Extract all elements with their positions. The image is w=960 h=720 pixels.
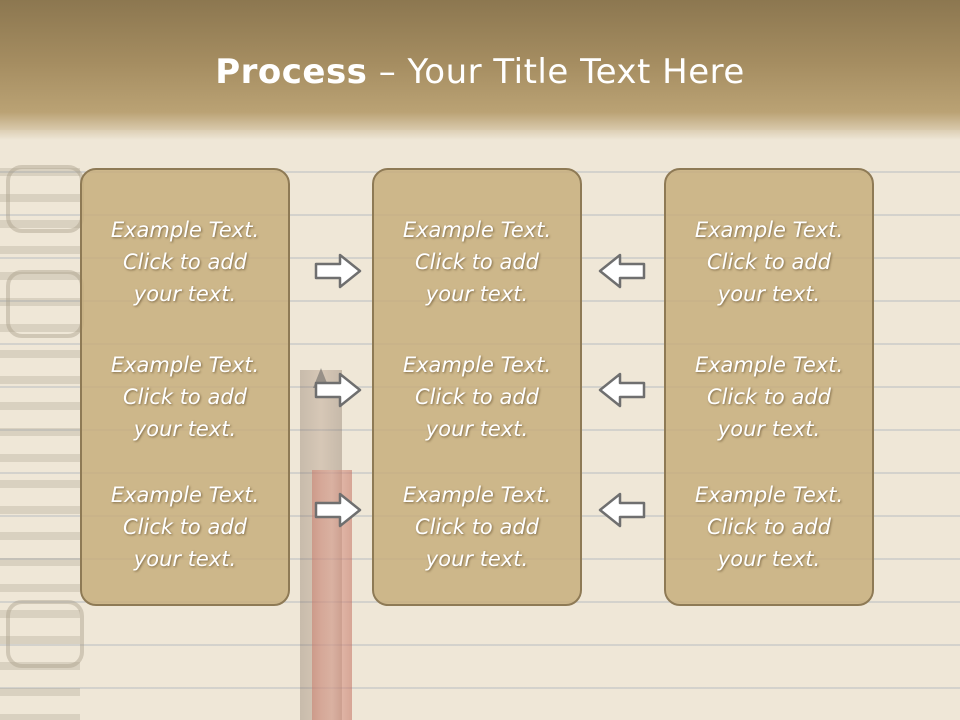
panel-text[interactable]: Example Text. Click to add your text. (374, 214, 580, 310)
arrow-right-icon[interactable] (314, 253, 362, 289)
text-line: Click to add (706, 385, 831, 409)
text-line: your text. (717, 547, 821, 571)
text-line: Example Text. (694, 353, 844, 377)
text-line: Example Text. (694, 218, 844, 242)
title-bold: Process (215, 52, 368, 92)
text-line: Example Text. (402, 483, 552, 507)
slide-title[interactable]: Process – Your Title Text Here (0, 52, 960, 92)
arrow-left-icon[interactable] (598, 372, 646, 408)
panel-text[interactable]: Example Text. Click to add your text. (82, 349, 288, 445)
panel-text[interactable]: Example Text. Click to add your text. (666, 214, 872, 310)
text-line: Click to add (706, 250, 831, 274)
notebook-spiral (0, 150, 80, 720)
text-line: Example Text. (402, 353, 552, 377)
panel-text[interactable]: Example Text. Click to add your text. (374, 479, 580, 575)
panel-text[interactable]: Example Text. Click to add your text. (666, 349, 872, 445)
text-line: Example Text. (110, 483, 260, 507)
text-line: your text. (425, 547, 529, 571)
panel-text[interactable]: Example Text. Click to add your text. (82, 214, 288, 310)
text-line: Click to add (122, 385, 247, 409)
panel-text[interactable]: Example Text. Click to add your text. (374, 349, 580, 445)
text-line: your text. (133, 547, 237, 571)
spiral-ring (6, 270, 84, 338)
center-panel[interactable]: Example Text. Click to add your text. Ex… (372, 168, 582, 606)
text-line: Click to add (414, 250, 539, 274)
text-line: your text. (133, 417, 237, 441)
spiral-ring (6, 600, 84, 668)
arrow-right-icon[interactable] (314, 492, 362, 528)
text-line: your text. (717, 417, 821, 441)
text-line: your text. (425, 282, 529, 306)
text-line: Click to add (122, 250, 247, 274)
panel-text[interactable]: Example Text. Click to add your text. (666, 479, 872, 575)
title-bar (0, 0, 960, 140)
title-rest: – Your Title Text Here (367, 52, 745, 92)
arrow-right-icon[interactable] (314, 372, 362, 408)
text-line: your text. (133, 282, 237, 306)
spiral-ring (6, 165, 84, 233)
text-line: Example Text. (110, 353, 260, 377)
right-panel[interactable]: Example Text. Click to add your text. Ex… (664, 168, 874, 606)
text-line: Click to add (414, 515, 539, 539)
text-line: Click to add (706, 515, 831, 539)
text-line: Example Text. (402, 218, 552, 242)
left-panel[interactable]: Example Text. Click to add your text. Ex… (80, 168, 290, 606)
text-line: Example Text. (110, 218, 260, 242)
text-line: Click to add (122, 515, 247, 539)
text-line: Click to add (414, 385, 539, 409)
text-line: Example Text. (694, 483, 844, 507)
arrow-left-icon[interactable] (598, 253, 646, 289)
arrow-left-icon[interactable] (598, 492, 646, 528)
text-line: your text. (425, 417, 529, 441)
panel-text[interactable]: Example Text. Click to add your text. (82, 479, 288, 575)
text-line: your text. (717, 282, 821, 306)
